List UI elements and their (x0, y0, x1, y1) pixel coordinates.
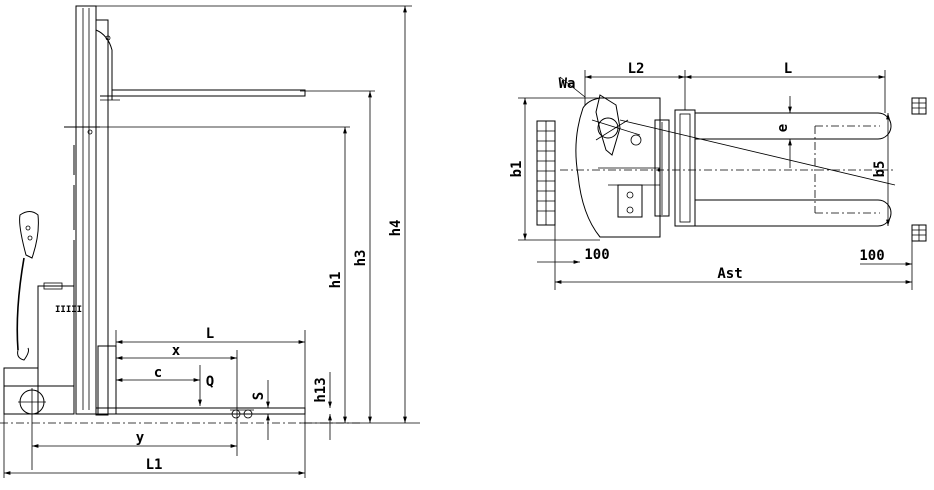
dim-h3: h3 (353, 91, 372, 423)
dim-h1: h1 (328, 127, 347, 423)
label-wa: Wa (559, 76, 576, 92)
label-h13: h13 (313, 377, 329, 402)
dim-l-side: L (115, 326, 306, 408)
dim-l1: L1 (3, 414, 306, 478)
chassis: IIIII (3, 282, 82, 416)
label-y: y (136, 430, 145, 446)
dim-l2: L2 (584, 61, 686, 110)
label-ast: Ast (717, 266, 742, 282)
label-s: S (251, 392, 267, 400)
pallet-right-bottom (911, 224, 927, 242)
dim-ast: Ast (555, 266, 912, 284)
label-c: c (154, 365, 162, 381)
lowered-forks (96, 345, 306, 419)
dim-c: c (116, 365, 200, 382)
label-h4: h4 (388, 220, 404, 237)
dim-q: Q (198, 365, 214, 406)
pallet-right-top (911, 97, 927, 115)
dim-100-right: 100 (859, 241, 913, 290)
top-view: L2 L Wa e b1 b5 (509, 61, 927, 290)
raised-forks (64, 89, 306, 128)
svg-text:IIIII: IIIII (55, 305, 82, 315)
label-q: Q (206, 374, 214, 390)
label-100-right: 100 (859, 248, 884, 264)
side-view: IIIII h4 h3 (0, 5, 420, 478)
label-x: x (172, 343, 181, 359)
dim-y: y (31, 416, 237, 470)
dim-wa: Wa (559, 76, 586, 98)
label-100-left: 100 (584, 247, 609, 263)
dim-b5: b5 (872, 113, 890, 226)
label-h3: h3 (353, 250, 369, 267)
label-l2: L2 (628, 61, 645, 77)
dim-s: S (251, 380, 270, 440)
label-l-side: L (206, 326, 214, 342)
truck-body (575, 97, 696, 238)
label-h1: h1 (328, 272, 344, 289)
mast (73, 5, 113, 416)
label-l-top: L (784, 61, 792, 77)
forks-top (695, 112, 892, 227)
label-e: e (775, 124, 791, 132)
pallet-left (536, 120, 556, 226)
label-b1: b1 (509, 161, 525, 178)
dim-h13: h13 (313, 372, 332, 440)
dim-x: x (116, 343, 238, 456)
tiller-top (591, 94, 641, 156)
dim-e: e (775, 96, 792, 168)
dim-h4: h4 (388, 6, 407, 423)
label-b5: b5 (872, 161, 888, 178)
turn-radius-line (619, 119, 896, 186)
dim-b1: b1 (509, 97, 600, 241)
dim-l-top: L (685, 61, 886, 113)
label-l1: L1 (146, 457, 163, 473)
tiller (16, 211, 39, 361)
dim-100-left: 100 (537, 225, 610, 290)
